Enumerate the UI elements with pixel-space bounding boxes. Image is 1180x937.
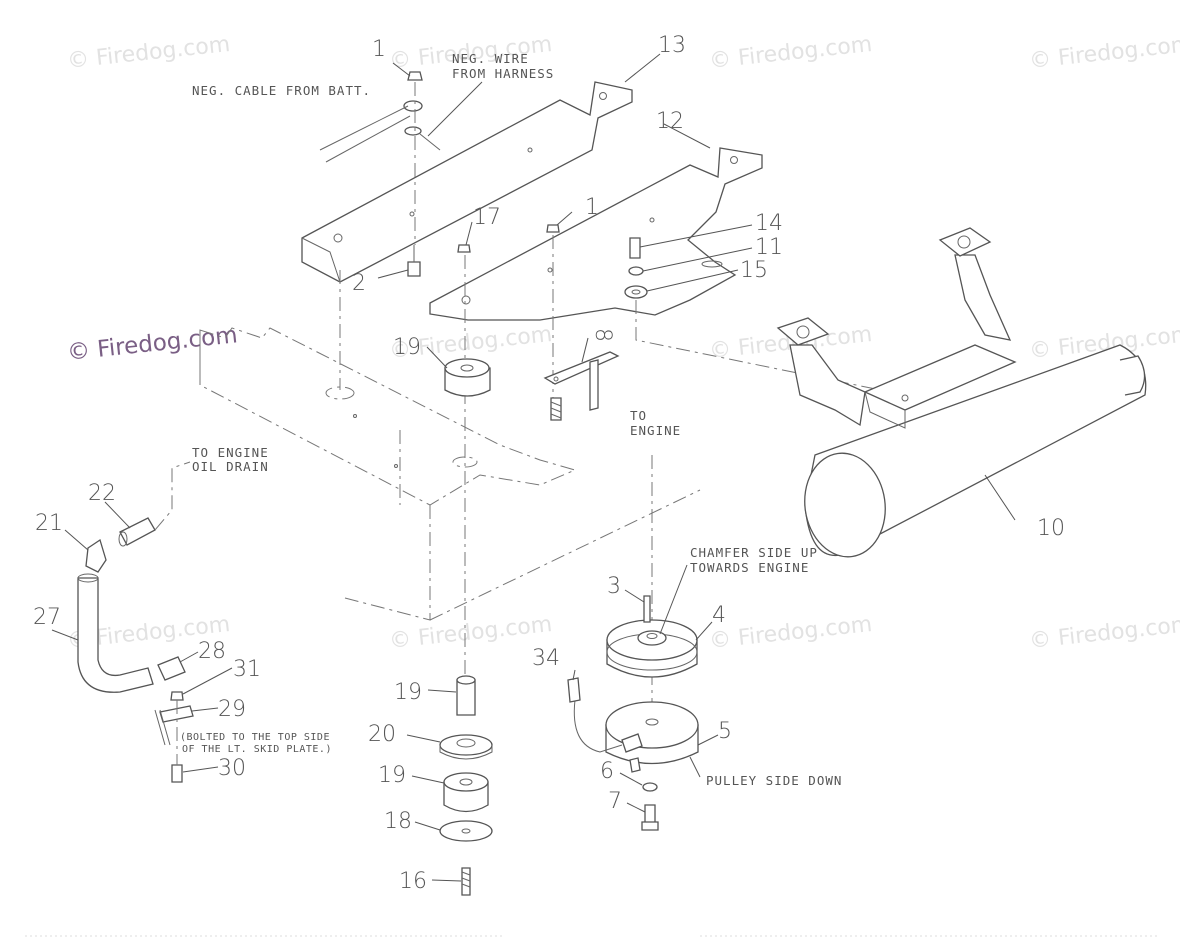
clutch-5: [567, 677, 699, 773]
callout-1-right: 1: [585, 195, 599, 220]
watermark: © Firedog.com: [388, 612, 553, 654]
bracket-12: [429, 147, 763, 321]
isolator-stack: [439, 675, 493, 896]
callout-11: 11: [755, 235, 783, 260]
callout-29: 29: [218, 697, 246, 722]
watermarks: © Firedog.com © Firedog.com © Firedog.co…: [66, 32, 1180, 654]
note-to-engine-1: TO: [630, 408, 647, 423]
callout-19-upper: 19: [393, 335, 421, 360]
callout-21: 21: [35, 511, 63, 536]
callout-19-sleeve: 19: [394, 680, 422, 705]
callout-8: 8: [590, 328, 615, 342]
watermark-prominent: © Firedog.com: [66, 322, 239, 366]
muffler-10: [776, 227, 1147, 558]
hardware-top: [319, 71, 648, 299]
callout-28: 28: [198, 639, 226, 664]
callout-34: 34: [532, 646, 560, 671]
note-neg-wire-1: NEG. WIRE: [452, 51, 529, 66]
pulley-4: [606, 595, 698, 678]
note-oil-drain-2: OIL DRAIN: [192, 459, 269, 474]
watermark: © Firedog.com: [66, 32, 231, 74]
bracket-13: [301, 81, 633, 283]
callout-6: 6: [600, 759, 614, 784]
note-neg-wire-2: FROM HARNESS: [452, 66, 554, 81]
note-chamfer-2: TOWARDS ENGINE: [690, 560, 809, 575]
callout-16: 16: [399, 869, 427, 894]
callout-13: 13: [658, 33, 686, 58]
callout-17: 17: [473, 205, 501, 230]
isolator-19-upper: [444, 358, 491, 397]
callout-1-left: 1: [372, 37, 386, 62]
callout-10: 10: [1037, 516, 1065, 541]
callout-numbers: 1 13 12 1 17 2 14 11 15 19 8 10 3 4 34 5…: [33, 33, 1065, 894]
note-neg-cable: NEG. CABLE FROM BATT.: [192, 83, 371, 98]
callout-7: 7: [608, 789, 622, 814]
note-to-engine-2: ENGINE: [630, 423, 681, 438]
callout-4: 4: [712, 603, 726, 628]
watermark: © Firedog.com: [1028, 612, 1180, 654]
watermark: © Firedog.com: [708, 32, 873, 74]
oil-drain-assembly: [77, 461, 194, 783]
callout-30: 30: [218, 756, 246, 781]
callout-27: 27: [33, 605, 61, 630]
leader-lines: [51, 53, 1016, 882]
callout-31: 31: [233, 657, 261, 682]
callout-2: 2: [352, 271, 366, 296]
notes: NEG. CABLE FROM BATT. NEG. WIRE FROM HAR…: [180, 51, 842, 788]
callout-20: 20: [368, 722, 396, 747]
watermark: © Firedog.com: [708, 612, 873, 654]
callout-5: 5: [718, 719, 732, 744]
note-bolted-1: (BOLTED TO THE TOP SIDE: [180, 732, 330, 743]
watermark: © Firedog.com: [1028, 32, 1180, 74]
callout-12: 12: [656, 109, 684, 134]
callout-22: 22: [88, 481, 116, 506]
hardware-6-7: [641, 782, 659, 831]
note-bolted-2: OF THE LT. SKID PLATE.): [182, 744, 332, 755]
note-oil-drain-1: TO ENGINE: [192, 445, 269, 460]
bracket-8: [543, 351, 620, 421]
callout-14: 14: [755, 211, 783, 236]
callout-15: 15: [740, 258, 768, 283]
callout-18: 18: [384, 809, 412, 834]
callout-3: 3: [607, 574, 621, 599]
callout-19-lower: 19: [378, 763, 406, 788]
note-pulley-side: PULLEY SIDE DOWN: [706, 773, 842, 788]
engine-frame-outline: [199, 327, 701, 621]
note-chamfer-1: CHAMFER SIDE UP: [690, 545, 818, 560]
